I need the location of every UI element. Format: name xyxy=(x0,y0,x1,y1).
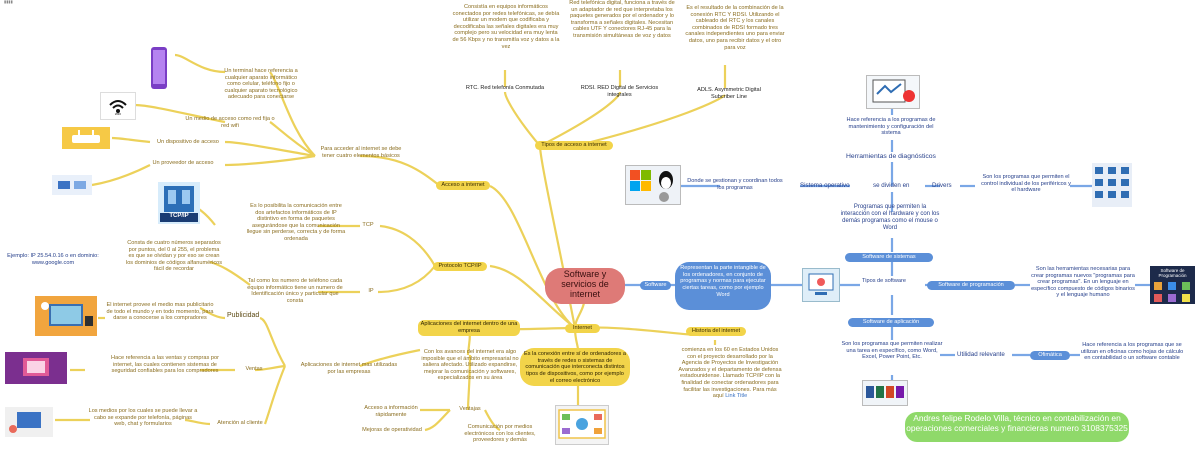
ip-label: IP xyxy=(368,288,374,294)
ip-numbers: Consta de cuatro números separados por p… xyxy=(125,240,223,273)
atencion-image xyxy=(5,407,53,437)
aplicacion-desc: Son los programas que permiten realizar … xyxy=(841,341,943,361)
rtc-label: RTC. Red telefonía Conmutada xyxy=(465,85,545,91)
utilidad-label: Utilidad relevante xyxy=(957,351,1005,358)
tipos-software: Tipos de software xyxy=(862,278,906,284)
ventas-desc: Hace referencia a las ventas y compras p… xyxy=(111,355,219,375)
aplicacion-node[interactable]: Software de aplicación xyxy=(848,318,934,327)
internet-devices-image xyxy=(555,405,609,445)
programacion-desc: Son las herramientas necesarias para cre… xyxy=(1031,266,1135,299)
publicidad-image xyxy=(35,296,97,336)
aplicaciones-desc: Con los avances del internet era algo im… xyxy=(421,349,519,382)
so-desc: Donde se gestionan y coordinan todos los… xyxy=(687,178,783,191)
software-node[interactable]: Software xyxy=(640,281,671,290)
ventaja-3: Comunicación por medios electrónicos con… xyxy=(464,424,536,444)
rdsi-desc: Red telefónica digital, funciona a travé… xyxy=(569,0,675,39)
phone-image xyxy=(145,45,173,93)
ip-example: Ejemplo: IP 25.54.0.16 o en dominio: www… xyxy=(7,253,99,266)
acceso-terminal: Un terminal hace referencia a cualquier … xyxy=(224,68,298,101)
historia-text: comienza en los 60 en Estados Unidos con… xyxy=(678,347,782,400)
drivers-label: Drivers xyxy=(932,182,952,189)
tcp-label: TCP xyxy=(362,222,374,228)
ventaja-1: Acceso a información rápidamente xyxy=(364,405,418,418)
diag-desc: Hace referencia a los programas de mante… xyxy=(846,117,936,137)
provider-image xyxy=(52,175,92,195)
acceso-medio: Un medio de acceso como red fija o red w… xyxy=(185,116,275,129)
ofimatica-node[interactable]: Ofimática xyxy=(1030,351,1070,360)
tcpip-image: TCP/IP xyxy=(158,182,200,224)
tcpip-caption: TCP/IP xyxy=(169,213,189,219)
ip-desc: Tal como los numero de teléfono cada equ… xyxy=(247,278,343,304)
author-footer: Andres felipe Rodelo Villa, técnico en c… xyxy=(905,412,1129,442)
acceso-node[interactable]: Acceso a internet xyxy=(436,181,490,190)
os-image xyxy=(625,165,681,205)
rtc-desc: Consistía en equipos informáticos conect… xyxy=(452,4,560,50)
acceso-dispositivo: Un dispositivo de acceso xyxy=(157,139,219,145)
ventas-image xyxy=(5,352,67,384)
ventaja-2: Mejoras de operatividad xyxy=(362,427,422,433)
atencion-desc: Los medios por los cuales se puede lleva… xyxy=(88,408,198,428)
programacion-image: Software de Programación xyxy=(1150,266,1195,304)
programacion-node[interactable]: Software de programación xyxy=(927,281,1015,290)
publicidad-desc: El internet provee el medio mas publicit… xyxy=(106,302,214,322)
drivers-image xyxy=(1092,163,1132,207)
ventas-label: Ventas xyxy=(245,366,263,372)
software-definition: Representan la parte intangible de los o… xyxy=(675,262,771,310)
tcp-desc: Es lo posibilita la comunicación entre d… xyxy=(246,203,346,242)
historia-desc: comienza en los 60 en Estados Unidos con… xyxy=(678,347,782,400)
programacion-image-title: Software de Programación xyxy=(1158,268,1187,278)
adsl-desc: Es el resultado de la combinación de la … xyxy=(685,5,785,51)
aplicaciones-node[interactable]: Aplicaciones del internet dentro de una … xyxy=(418,320,520,336)
ofimatica-desc: Hace referencia a los programas que se u… xyxy=(1080,342,1184,362)
historia-link[interactable]: Link Title xyxy=(725,393,748,400)
ventajas-label: Ventajas xyxy=(459,406,481,412)
so-label: Sistema operativo xyxy=(800,182,850,189)
se-dividen: se dividen en xyxy=(873,182,910,189)
internet-definition: Es la conexión entre sí de ordenadores a… xyxy=(520,348,630,386)
atencion-label: Atención al cliente xyxy=(217,420,263,426)
drivers-desc: Son los programas que permiten el contro… xyxy=(981,174,1071,194)
watermark: ▮▮▮▮ xyxy=(4,0,13,4)
acceso-proveedor: Un proveedor de acceso xyxy=(152,160,214,166)
wifi-caption: WIFI xyxy=(114,112,122,116)
publicidad-label: Publicidad xyxy=(227,312,260,319)
sistemas-desc: Programas que permiten la interacción co… xyxy=(840,204,940,232)
adsl-label: ADLS. Asymmetric Digital Subcriber Line xyxy=(697,87,761,100)
diagnostic-image xyxy=(866,75,920,109)
software-image xyxy=(802,268,840,302)
tcp-node[interactable]: Protocolo TCP/IP xyxy=(433,262,487,271)
sistemas-node[interactable]: Software de sistemas xyxy=(845,253,933,262)
aplicaciones-mas-utilizadas: Aplicaciones de internet mas utilizadas … xyxy=(300,362,398,375)
acceso-intro: Para acceder al internet se debe tener c… xyxy=(320,146,402,159)
central-topic[interactable]: Software y servicios de internet xyxy=(545,268,625,304)
historia-node[interactable]: Historia del internet xyxy=(686,327,746,336)
tipos-acceso-node[interactable]: Tipos de acceso a internet xyxy=(535,141,613,150)
rdsi-label: RDSI. RED Digital de Servicios integrale… xyxy=(580,85,659,98)
office-apps-image xyxy=(862,380,908,406)
internet-node[interactable]: Internet xyxy=(565,324,600,333)
router-image xyxy=(62,127,110,149)
diag-label: Herramientas de diagnósticos xyxy=(846,153,936,160)
wifi-image: WIFI xyxy=(100,92,136,120)
